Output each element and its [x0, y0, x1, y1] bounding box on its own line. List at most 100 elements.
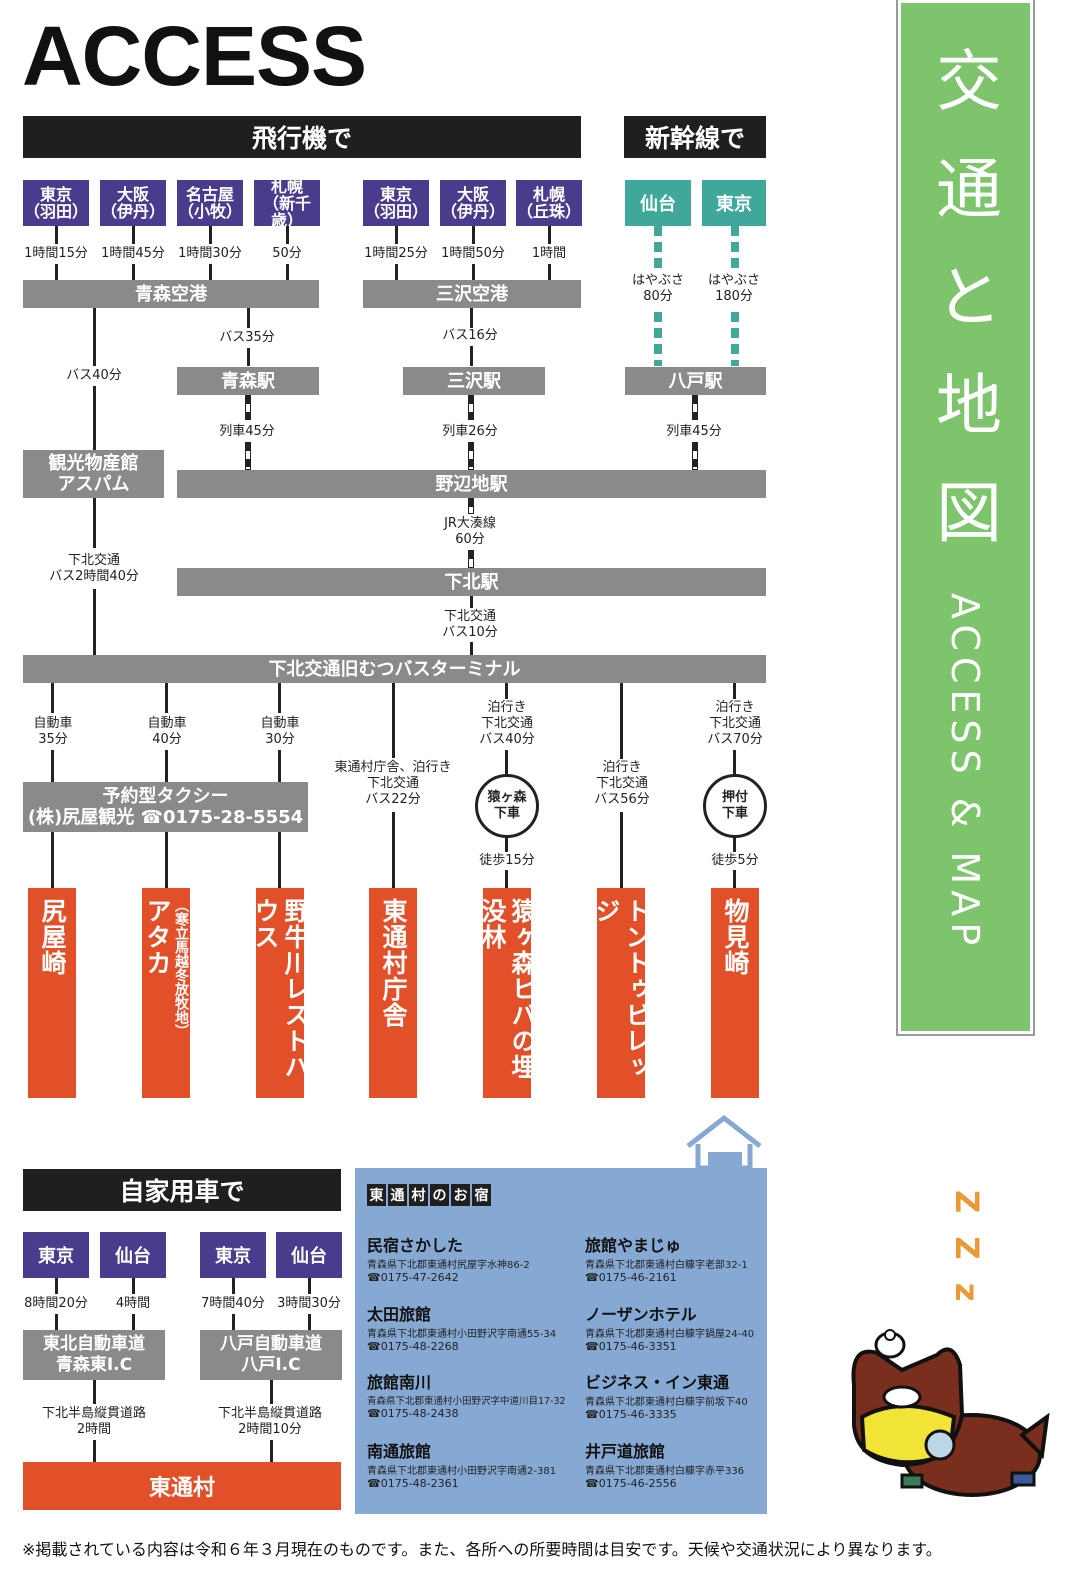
- route-line: [247, 308, 250, 328]
- rail-line: [468, 395, 474, 420]
- lodging-tel: ☎0175-46-2161: [585, 1271, 677, 1284]
- city-name: 名古屋: [185, 185, 234, 204]
- dest-name: 物見崎: [721, 898, 750, 976]
- shinkansen-line: [731, 226, 739, 270]
- origin-sapporo-okadama: 札幌（丘珠）: [516, 180, 582, 226]
- flight-time: 1時間50分: [441, 246, 505, 261]
- route-line: [209, 226, 212, 244]
- asupamu: 観光物産館 アスパム: [23, 450, 164, 498]
- sleep-zzz: Z Z z: [948, 1190, 986, 1308]
- side-char: と: [936, 259, 1002, 336]
- lodging-tel: ☎0175-48-2438: [367, 1407, 459, 1420]
- lodging-header-char: 宿: [472, 1184, 491, 1206]
- route-line: [51, 683, 54, 713]
- rail-line: [468, 442, 474, 470]
- bus-time: 泊行き 下北交通 バス40分: [479, 700, 535, 747]
- car-origin-sendai-2: 仙台: [276, 1232, 342, 1278]
- route-line: [93, 1380, 96, 1404]
- lodging-item: 太田旅館 青森県下北郡東通村小田野沢字南通55-34 ☎0175-48-2268: [367, 1301, 567, 1353]
- dest-name: 東通村庁舎: [379, 898, 408, 1028]
- oshitsuke-stop: 押付 下車: [703, 774, 767, 838]
- origin-sapporo-chitose: 札幌（新千歳）: [254, 176, 320, 229]
- bus-time: バス16分: [442, 328, 498, 343]
- lodging-header-char: お: [451, 1184, 470, 1206]
- route-line: [51, 832, 54, 888]
- lodging-address: 青森県下北郡東通村白糠字老部32-1: [585, 1260, 748, 1271]
- lodging-address: 青森県下北郡東通村白糠字鍋屋24-40: [585, 1329, 755, 1340]
- route-line: [308, 1278, 311, 1294]
- airport-name: （伊丹）: [100, 202, 165, 221]
- car-header: 自家用車で: [23, 1169, 341, 1211]
- misawa-station: 三沢駅: [403, 367, 545, 395]
- route-line: [505, 750, 508, 774]
- lodging-item: ノーザンホテル 青森県下北郡東通村白糠字鍋屋24-40 ☎0175-46-335…: [585, 1301, 765, 1353]
- route-line: [472, 226, 475, 244]
- dest-village-office: 東通村庁舎: [369, 888, 417, 1098]
- route-line: [93, 308, 96, 366]
- lodging-header: 東 通 村 の お 宿: [367, 1184, 491, 1206]
- lodging-name: 旅館南川: [367, 1373, 432, 1392]
- route-line: [93, 1440, 96, 1462]
- hayabusa-time: はやぶさ 180分: [707, 273, 760, 304]
- route-line: [286, 264, 289, 280]
- route-line: [505, 870, 508, 888]
- origin-nagoya-komaki: 名古屋（小牧）: [177, 180, 243, 226]
- train-time: JR大湊線 60分: [444, 516, 496, 547]
- route-line: [620, 683, 623, 759]
- route-line: [733, 750, 736, 774]
- hachinohe-ic: 八戸自動車道 八戸I.C: [200, 1330, 342, 1380]
- walk-time: 徒歩15分: [479, 853, 535, 868]
- route-line: [132, 226, 135, 244]
- route-line: [278, 683, 281, 713]
- dest-monomizaki: 物見崎: [711, 888, 759, 1098]
- city-name: 札幌: [532, 185, 565, 204]
- rail-line: [468, 550, 474, 568]
- route-line: [209, 264, 212, 280]
- route-line: [548, 264, 551, 280]
- lodging-item: ビジネス・イン東通 青森県下北郡東通村白糠字前坂下40 ☎0175-46-333…: [585, 1369, 765, 1421]
- route-line: [132, 1314, 135, 1330]
- aomori-higashi-ic: 東北自動車道 青森東I.C: [23, 1330, 165, 1380]
- road-time: 下北半島縦貫道路 2時間10分: [217, 1406, 322, 1437]
- lodging-name: ノーザンホテル: [585, 1305, 697, 1324]
- airport-name: （羽田）: [363, 202, 428, 221]
- lodging-header-char: 村: [409, 1184, 428, 1206]
- route-line: [733, 870, 736, 888]
- airport-name: （羽田）: [23, 202, 88, 221]
- origin-tokyo-haneda: 東京（羽田）: [23, 180, 89, 226]
- house-icon: [686, 1114, 762, 1170]
- route-line: [392, 683, 395, 758]
- car-time: 自動車 40分: [147, 716, 187, 747]
- dest-name: 尻屋崎: [38, 898, 67, 976]
- bus-terminal: 下北交通旧むつバスターミナル: [23, 655, 766, 683]
- city-name: 大阪: [456, 185, 489, 204]
- city-name: 札幌: [270, 176, 303, 196]
- lodging-item: 旅館やまじゅ 青森県下北郡東通村白糠字老部32-1 ☎0175-46-2161: [585, 1232, 765, 1284]
- car-origin-sendai: 仙台: [100, 1232, 166, 1278]
- side-char: 図: [936, 475, 1002, 552]
- shinkansen-line: [654, 226, 662, 270]
- route-line: [470, 308, 473, 328]
- train-time: 列車45分: [666, 424, 722, 439]
- airport-name: （丘珠）: [516, 202, 581, 221]
- flight-time: 1時間15分: [24, 246, 88, 261]
- city-name: 大阪: [116, 185, 149, 204]
- lodging-name: 井戸道旅館: [585, 1442, 666, 1461]
- train-time: 列車26分: [442, 424, 498, 439]
- dest-name: 猿ヶ森ヒバの埋没林: [478, 898, 537, 1080]
- route-line: [472, 264, 475, 280]
- side-char: 通: [936, 151, 1002, 228]
- route-line: [470, 346, 473, 366]
- walk-time: 徒歩5分: [711, 853, 759, 868]
- route-line: [733, 838, 736, 852]
- flight-time: 50分: [272, 246, 302, 261]
- route-line: [733, 683, 736, 699]
- origin-tokyo-haneda-2: 東京（羽田）: [363, 180, 429, 226]
- route-line: [55, 1314, 58, 1330]
- car-origin-tokyo: 東京: [23, 1232, 89, 1278]
- route-line: [165, 750, 168, 782]
- lodging-item: 旅館南川 青森県下北郡東通村小田野沢字中道川目17-32 ☎0175-48-24…: [367, 1369, 577, 1420]
- lodging-panel: 東 通 村 の お 宿 民宿さかした 青森県下北郡東通村尻屋字水神86-2 ☎0…: [355, 1168, 767, 1514]
- lodging-item: 民宿さかした 青森県下北郡東通村尻屋字水神86-2 ☎0175-47-2642: [367, 1232, 567, 1284]
- misawa-airport: 三沢空港: [363, 280, 581, 308]
